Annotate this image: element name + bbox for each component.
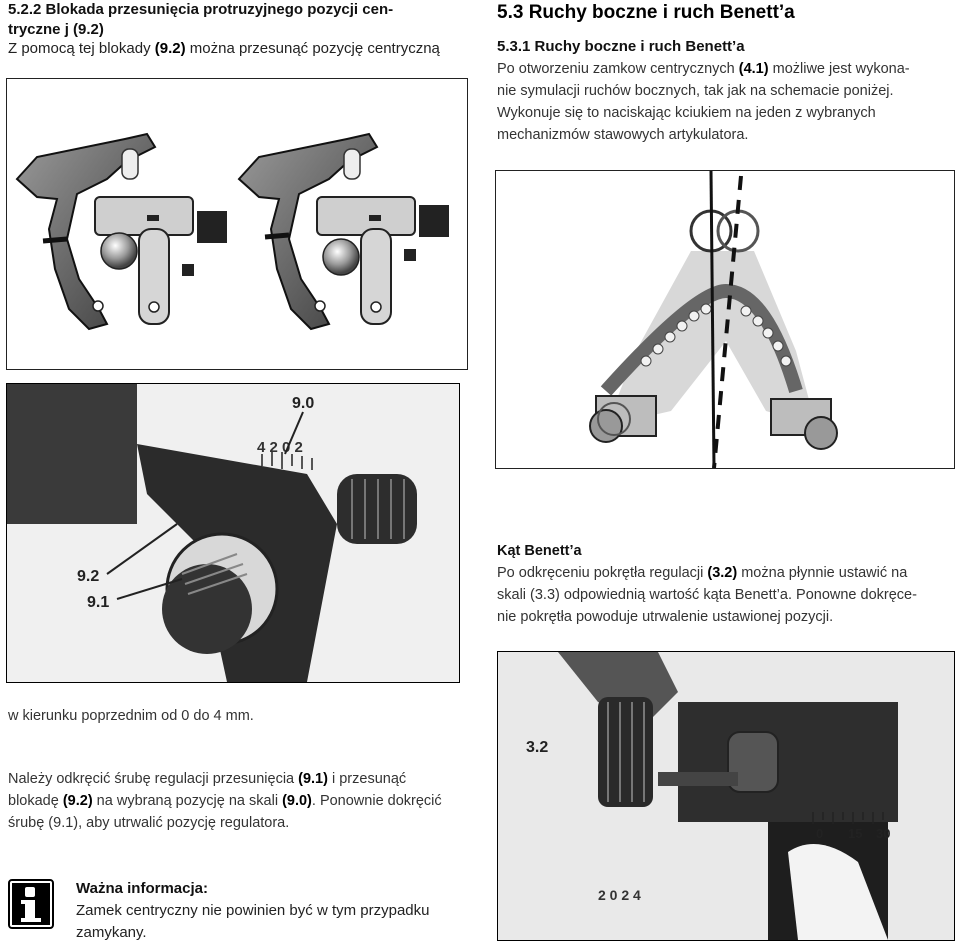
section-subtitle: 5.3.1 Ruchy boczne i ruch Benett’a: [497, 38, 745, 55]
photo2-digits: 2 0 2 4: [598, 887, 641, 903]
left-intro-suffix: można przesunąć pozycję centryczną: [185, 40, 440, 57]
para1-line1-a: Po otworzeniu zamkow centrycznych: [497, 61, 739, 77]
mechanism-illustration: [6, 78, 468, 370]
left-line4: śrubę (9.1), aby utrwalić pozycję regula…: [8, 815, 290, 831]
mechanism-drawing: [15, 132, 449, 331]
left-heading: 5.2.2 Blokada przesunięcia protruzyjnego…: [8, 0, 478, 40]
notice-text: Ważna informacja: Zamek centryczny nie p…: [76, 878, 476, 944]
benett-line1-a: Po odkręceniu pokrętła regulacji: [497, 565, 708, 581]
label-3-2: 3.2: [526, 739, 548, 756]
scale-15: 15: [848, 826, 862, 841]
left-intro-prefix: Z pomocą tej blokady: [8, 40, 155, 57]
left-line3-c: . Ponownie dokręcić: [311, 793, 442, 809]
benett-line1-ref: (3.2): [707, 565, 738, 581]
para1-line4: mechanizmów stawowych artykulatora.: [497, 127, 749, 143]
para1-line1-ref: (4.1): [738, 61, 769, 77]
left-intro: Z pomocą tej blokady (9.2) można przesun…: [8, 38, 478, 60]
para1-line1-b: możliwe jest wykona-: [768, 61, 910, 77]
photo2-drawing: 3.2 0 15 30 2 0 2 4: [498, 652, 954, 940]
left-heading-line2: tryczne j (9.2): [8, 21, 104, 38]
label-9-0: 9.0: [292, 395, 314, 412]
left-line3-ref2: (9.0): [282, 793, 312, 809]
scale-0: 0: [816, 826, 823, 841]
photo1-drawing: 4 2 0 2 9.0 9.2 9.1: [7, 384, 459, 682]
notice-line2: zamykany.: [76, 924, 147, 941]
benett-line2: skali (3.3) odpowiednią wartość kąta Ben…: [497, 587, 917, 603]
left-paragraph-2: Należy odkręcić śrubę regulacji przesuni…: [8, 768, 478, 834]
left-line2-b: i przesunąć: [327, 771, 407, 787]
left-intro-ref: (9.2): [154, 40, 186, 57]
notice-title: Ważna informacja:: [76, 880, 208, 897]
left-line2-ref: (9.1): [298, 771, 328, 787]
mechanism-left: [15, 132, 227, 331]
left-paragraph-1: w kierunku poprzednim od 0 do 4 mm.: [8, 708, 254, 724]
left-line2-a: Należy odkręcić śrubę regulacji przesuni…: [8, 771, 299, 787]
left-heading-line1: 5.2.2 Blokada przesunięcia protruzyjnego…: [8, 1, 394, 18]
photo-protrusive-lock: 4 2 0 2 9.0 9.2 9.1: [6, 383, 460, 683]
label-9-1: 9.1: [87, 594, 109, 611]
left-line3-a: blokadę: [8, 793, 63, 809]
label-9-2: 9.2: [77, 568, 99, 585]
benett-diagram: [495, 170, 955, 469]
notice-line1: Zamek centryczny nie powinien być w tym …: [76, 902, 430, 919]
para1-line3: Wykonuje się to naciskając kciukiem na j…: [497, 105, 876, 121]
benett-line1-b: można płynnie ustawić na: [737, 565, 908, 581]
scale-30: 30: [876, 826, 890, 841]
left-line3-b: na wybraną pozycję na skali: [92, 793, 283, 809]
left-line3-ref1: (9.2): [62, 793, 93, 809]
benett-heading: Kąt Benett’a: [497, 543, 582, 559]
scale-digits: 4 2 0 2: [257, 439, 303, 456]
benett-drawing: [589, 170, 838, 469]
benett-paragraph: Po odkręceniu pokrętła regulacji (3.2) m…: [497, 562, 957, 628]
section-title: 5.3 Ruchy boczne i ruch Benett’a: [497, 2, 795, 23]
para1-line2: nie symulacji ruchów bocznych, tak jak n…: [497, 83, 894, 99]
benett-line3: nie pokrętła powoduje utrwalenie ustawio…: [497, 609, 834, 625]
section-paragraph: Po otworzeniu zamkow centrycznych (4.1) …: [497, 58, 957, 146]
info-icon: [8, 879, 54, 929]
mechanism-right: [237, 132, 449, 331]
photo-benett-knob: 3.2 0 15 30 2 0 2 4: [497, 651, 955, 941]
